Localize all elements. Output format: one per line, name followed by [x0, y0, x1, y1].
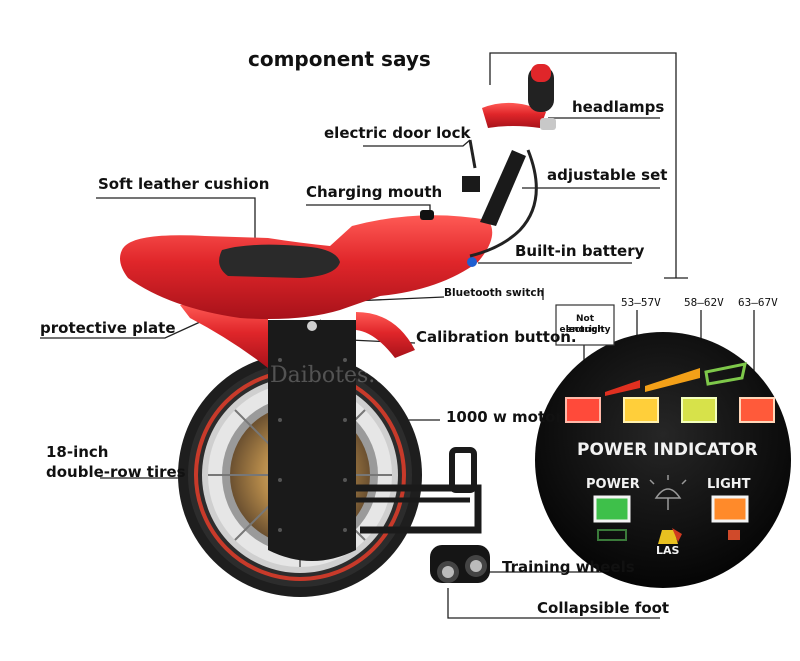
leader-protective	[40, 321, 201, 339]
label-light: LIGHT	[707, 477, 751, 492]
label-not-enough-line1: Not enough	[566, 314, 604, 335]
label-voltage-2: 58–62V	[684, 296, 724, 309]
diagram-title: component says	[248, 47, 431, 71]
label-charging-mouth: Charging mouth	[306, 183, 443, 201]
label-soft-leather-cushion: Soft leather cushion	[98, 175, 270, 193]
label-las: LAS	[656, 544, 680, 557]
label-built-in-battery: Built-in battery	[515, 242, 645, 260]
label-voltage-1: 53–57V	[621, 296, 661, 309]
calibration-button	[307, 321, 317, 331]
leader-door-lock	[363, 139, 471, 147]
leader-cushion	[96, 197, 256, 240]
label-voltage-3: 63–67V	[738, 296, 778, 309]
label-calibration-button: Calibration button.	[416, 328, 577, 346]
label-tires-line2: double-row tires	[46, 463, 186, 481]
led-63-67v	[739, 397, 775, 423]
headlamp-housing	[482, 102, 546, 128]
label-electric-door-lock: electric door lock	[324, 124, 471, 142]
label-motor: 1000 w motor	[446, 408, 563, 426]
leader-headlamps	[489, 52, 677, 278]
charging-port	[420, 210, 434, 220]
label-adjustable-set: adjustable set	[547, 166, 668, 184]
not-enough-box	[555, 304, 615, 346]
label-bluetooth-switch: Bluetooth switch	[444, 287, 545, 299]
leader-foot	[447, 588, 660, 619]
led-light	[711, 495, 749, 523]
label-not-enough-line2: electricity	[559, 325, 611, 335]
led-not-enough	[565, 397, 601, 423]
label-power-indicator: POWER INDICATOR	[577, 440, 758, 460]
motor-housing	[268, 320, 356, 561]
label-power: POWER	[586, 477, 640, 492]
led-power	[593, 495, 631, 523]
protective-plate	[180, 303, 415, 368]
label-headlamps: headlamps	[572, 98, 665, 116]
battery-indicator-light	[467, 257, 477, 267]
label-protective-plate: protective plate	[40, 319, 176, 337]
power-indicator-panel	[535, 332, 791, 588]
label-tires-line1: 18-inch	[46, 443, 109, 461]
label-collapsible-foot: Collapsible foot	[537, 599, 670, 617]
label-training-wheels: Training wheels	[502, 558, 635, 576]
body-shell	[120, 210, 493, 319]
training-wheels-assembly	[340, 447, 490, 583]
las-sun-icon	[658, 528, 682, 544]
leader-charging	[306, 204, 431, 215]
leather-cushion	[219, 244, 340, 278]
watermark: Daibotes...ie	[270, 363, 409, 388]
led-58-62v	[681, 397, 717, 423]
led-53-57v	[623, 397, 659, 423]
handlebar-stem	[462, 64, 556, 258]
umbrella-icon	[649, 475, 687, 510]
